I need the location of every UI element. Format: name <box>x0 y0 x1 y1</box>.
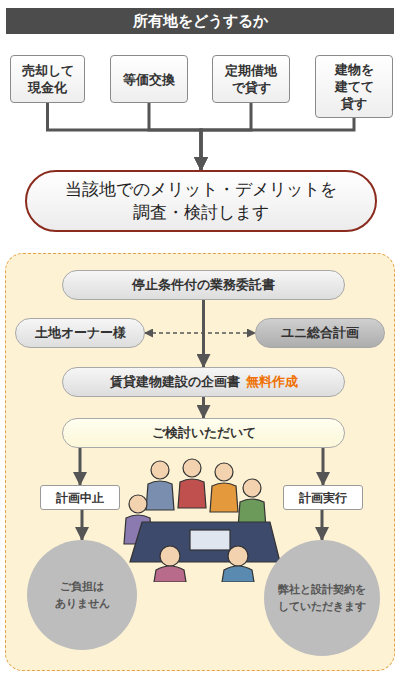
highlight-text: 無料作成 <box>246 374 298 390</box>
process-pill: 停止条件付の業務委託書 <box>62 270 345 300</box>
option-box: 売却して 現金化 <box>10 55 85 103</box>
person-body <box>146 481 174 510</box>
person-head <box>129 495 147 513</box>
node-text: 建物を 建てて 貸す <box>322 61 386 112</box>
node-text: 停止条件付の業務委託書 <box>132 277 275 293</box>
person-head <box>151 461 169 479</box>
node-text: 当該地でのメリット・デメリットを 調査・検討します <box>47 178 355 224</box>
flow-arrow <box>321 510 324 540</box>
result-circle: 弊社と設計契約を していただきます <box>264 540 380 656</box>
dashed-connector <box>145 332 255 334</box>
node-text: 等価交換 <box>123 71 175 88</box>
party-pill: ユニ総合計画 <box>255 318 385 348</box>
person-head <box>243 479 261 497</box>
person-head <box>228 546 248 566</box>
title-band: 所有地をどうするか <box>6 8 394 34</box>
flow-arrow <box>202 397 205 418</box>
flow-arrow <box>201 118 354 170</box>
person-head <box>160 546 180 566</box>
node-text: 弊社と設計契約を していただきます <box>270 581 374 615</box>
node-text: 土地オーナー様 <box>35 325 126 341</box>
node-text: 計画実行 <box>299 490 347 506</box>
flow-arrow <box>48 103 202 170</box>
decision-box: 計画実行 <box>283 485 363 510</box>
party-pill: 土地オーナー様 <box>15 318 145 348</box>
meeting-illustration <box>120 452 285 582</box>
process-pill: 賃貸建物建設の企画書無料作成 <box>62 367 345 397</box>
flow-arrow <box>322 448 325 485</box>
person-head <box>183 459 201 477</box>
flow-arrow <box>79 448 82 485</box>
flow-arrow <box>149 103 201 170</box>
node-text: 賃貸建物建設の企画書 <box>110 374 240 390</box>
person-body <box>210 483 238 512</box>
person-body <box>154 566 186 582</box>
person-body <box>222 566 254 582</box>
review-pill: 当該地でのメリット・デメリットを 調査・検討します <box>25 170 377 232</box>
result-circle: ご負担は ありません <box>27 540 137 650</box>
node-text: 売却して 現金化 <box>17 62 78 96</box>
node-text: ご負担は ありません <box>33 578 131 612</box>
process-pill: ご検討いただいて <box>62 418 345 448</box>
person-head <box>215 463 233 481</box>
node-text: 定期借地 で貸す <box>219 62 283 96</box>
table-papers <box>190 530 230 550</box>
option-box: 建物を 建てて 貸す <box>315 55 393 118</box>
node-text: ユニ総合計画 <box>281 325 359 341</box>
option-box: 定期借地 で貸す <box>212 55 290 103</box>
flow-arrow <box>201 103 251 170</box>
meeting-table <box>130 522 280 562</box>
flow-arrow <box>81 510 84 540</box>
node-text: 計画中止 <box>56 490 104 506</box>
option-box: 等価交換 <box>110 55 188 103</box>
person-body <box>178 479 206 508</box>
decision-box: 計画中止 <box>40 485 120 510</box>
node-text: ご検討いただいて <box>152 425 256 441</box>
